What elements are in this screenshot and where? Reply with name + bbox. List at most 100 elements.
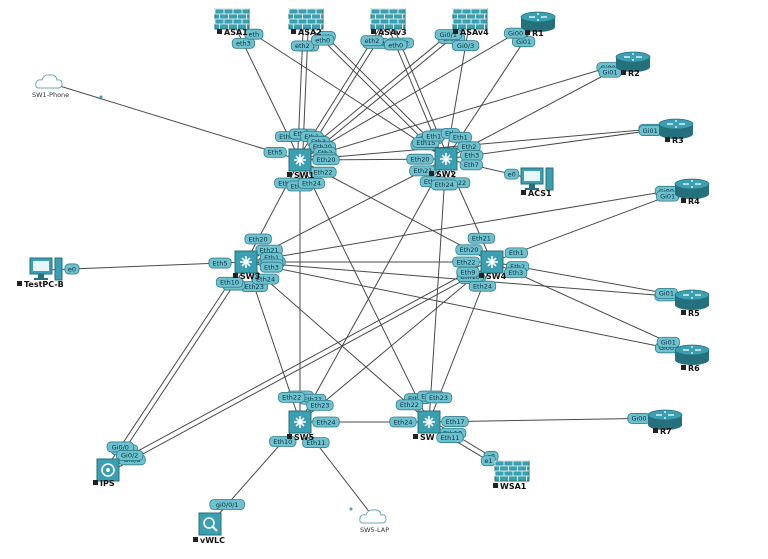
node-name-label: SW2 xyxy=(436,170,456,179)
router-icon xyxy=(674,344,710,365)
node-name-label: ASAv3 xyxy=(378,28,407,37)
svg-text:Eth12: Eth12 xyxy=(279,133,298,141)
link-r1-sw1[interactable] xyxy=(299,19,539,161)
link-r2-sw1[interactable] xyxy=(299,59,634,161)
node-testpc-b[interactable] xyxy=(29,257,63,281)
svg-text:Eth23: Eth23 xyxy=(245,283,264,291)
svg-text:Eth2: Eth2 xyxy=(462,143,477,151)
interface-label: Eth24 xyxy=(430,179,458,191)
node-vwlc[interactable] xyxy=(198,512,222,536)
link-asav4-sw1[interactable] xyxy=(301,21,472,163)
svg-text:Gi01: Gi01 xyxy=(660,192,675,200)
node-r7[interactable] xyxy=(647,409,683,430)
interface-label: Gi00 xyxy=(627,413,651,424)
switch-icon xyxy=(288,410,312,434)
node-r2[interactable] xyxy=(615,51,651,72)
svg-text:e0: e0 xyxy=(508,170,516,178)
node-r1[interactable] xyxy=(520,11,556,32)
link-sw3-r4[interactable] xyxy=(245,186,693,263)
link-sw1-phone-sw1[interactable] xyxy=(49,82,301,161)
node-ips[interactable] xyxy=(96,458,120,482)
svg-text:Gi01: Gi01 xyxy=(516,38,531,46)
node-status-marker xyxy=(17,281,22,286)
interface-label: Eth5 xyxy=(208,257,232,269)
interface-label: Eth11 xyxy=(302,437,330,448)
switch-icon xyxy=(288,148,312,172)
firewall-icon xyxy=(288,8,324,30)
node-asa2[interactable] xyxy=(288,8,324,30)
link-sw3-ips[interactable] xyxy=(109,263,249,472)
svg-text:eth0: eth0 xyxy=(388,41,403,49)
interface-label: Eth22 xyxy=(395,399,424,411)
svg-text:eth2: eth2 xyxy=(365,37,380,45)
node-sw4[interactable] xyxy=(480,250,504,274)
svg-text:Eth24: Eth24 xyxy=(302,180,321,188)
interface-label: Eth5 xyxy=(263,146,287,158)
link-sw2-sw5[interactable] xyxy=(299,158,447,423)
svg-text:Eth9: Eth9 xyxy=(460,268,475,276)
wlc-icon xyxy=(198,512,222,536)
node-acs1[interactable] xyxy=(520,167,554,191)
svg-text:Eth22: Eth22 xyxy=(456,258,475,266)
svg-text:Eth20: Eth20 xyxy=(313,143,332,151)
svg-text:Eth1: Eth1 xyxy=(264,254,279,262)
interface-label: Eth24 xyxy=(251,273,280,285)
node-status-marker xyxy=(681,198,686,203)
link-r3-sw1[interactable] xyxy=(299,126,677,161)
node-r4[interactable] xyxy=(674,178,710,199)
link-sw3-r6[interactable] xyxy=(245,261,693,354)
node-sw3[interactable] xyxy=(234,250,258,274)
interface-label: Eth21 xyxy=(467,232,496,244)
svg-text:gi0/0/1: gi0/0/1 xyxy=(216,501,239,509)
link-sw2-sw4[interactable] xyxy=(445,158,493,263)
interface-label: Eth3 xyxy=(504,267,528,279)
node-r5[interactable] xyxy=(674,289,710,310)
node-wsa1[interactable] xyxy=(494,460,530,482)
node-sw5[interactable] xyxy=(288,410,312,434)
node-sw6[interactable] xyxy=(417,410,441,434)
link-r3-sw2[interactable] xyxy=(445,126,677,160)
node-sw1[interactable] xyxy=(288,148,312,172)
svg-text:eth: eth xyxy=(248,30,259,38)
svg-text:Gi01: Gi01 xyxy=(643,127,658,135)
node-r6[interactable] xyxy=(674,344,710,365)
svg-text:Eth22: Eth22 xyxy=(400,401,419,409)
node-asav4[interactable] xyxy=(452,8,488,30)
interface-label: Gi01 xyxy=(638,125,662,136)
interface-label: eth3 xyxy=(231,37,255,49)
switch-icon xyxy=(417,410,441,434)
link-sw3-sw6[interactable] xyxy=(245,261,430,423)
router-icon xyxy=(674,289,710,310)
svg-text:Eth3: Eth3 xyxy=(464,152,479,160)
link-sw4-sw5[interactable] xyxy=(299,261,493,423)
node-sw1-phone[interactable] xyxy=(35,74,63,89)
node-sw2[interactable] xyxy=(434,147,458,171)
link-sw1-sw6[interactable] xyxy=(299,159,430,423)
interface-label: Gi0/2 xyxy=(116,450,144,461)
router-icon xyxy=(658,118,694,139)
svg-text:Eth17: Eth17 xyxy=(445,418,464,426)
link-sw4-ips[interactable] xyxy=(108,263,494,473)
interface-label: Eth20 xyxy=(455,244,483,256)
link-sw2-sw6[interactable] xyxy=(428,158,447,423)
interface-label: Eth1 xyxy=(448,131,472,143)
svg-text:Eth5: Eth5 xyxy=(213,259,228,267)
link-sw4-ips[interactable] xyxy=(106,259,492,469)
interface-label: Eth22 xyxy=(278,391,306,403)
node-name-label: WSA1 xyxy=(500,482,527,491)
node-name-label: SW xyxy=(420,433,435,442)
link-asa1-sw2[interactable] xyxy=(231,19,447,160)
node-status-marker xyxy=(621,70,626,75)
node-asa1[interactable] xyxy=(214,8,250,30)
node-r3[interactable] xyxy=(658,118,694,139)
link-sw3-ips[interactable] xyxy=(105,260,245,469)
node-sw5-lap[interactable] xyxy=(359,509,387,524)
interface-label: Gi0/3 xyxy=(451,40,480,52)
svg-text:Gi0/2: Gi0/2 xyxy=(121,452,138,460)
node-asav3[interactable] xyxy=(370,8,406,30)
svg-text:Eth10: Eth10 xyxy=(220,279,239,287)
svg-text:Eth1: Eth1 xyxy=(509,249,524,257)
node-name-label: R6 xyxy=(688,364,700,373)
